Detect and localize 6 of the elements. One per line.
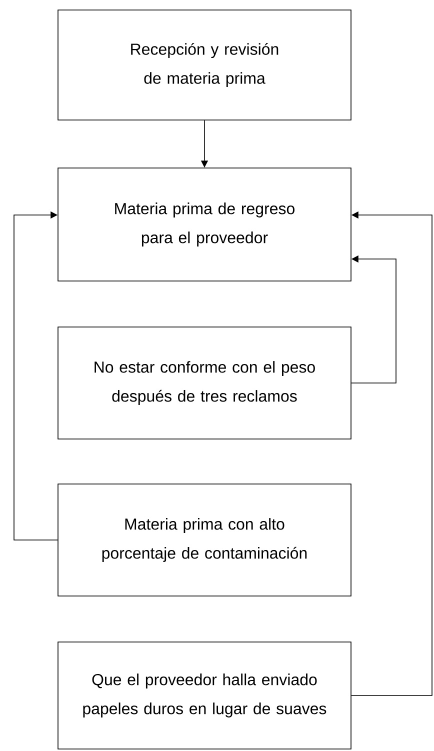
process-box: No estar conforme con el peso después de tres reclamos: [58, 326, 352, 440]
process-box: Que el proveedor halla enviado papeles duros en lugar de suaves: [58, 642, 352, 750]
process-box: Materia prima de regreso para el proveedor: [58, 168, 352, 282]
process-box: Recepción y revisión de materia prima: [58, 10, 352, 120]
process-box: Materia prima con alto porcentaje de contaminación: [58, 484, 352, 596]
arrow: [14, 211, 58, 540]
